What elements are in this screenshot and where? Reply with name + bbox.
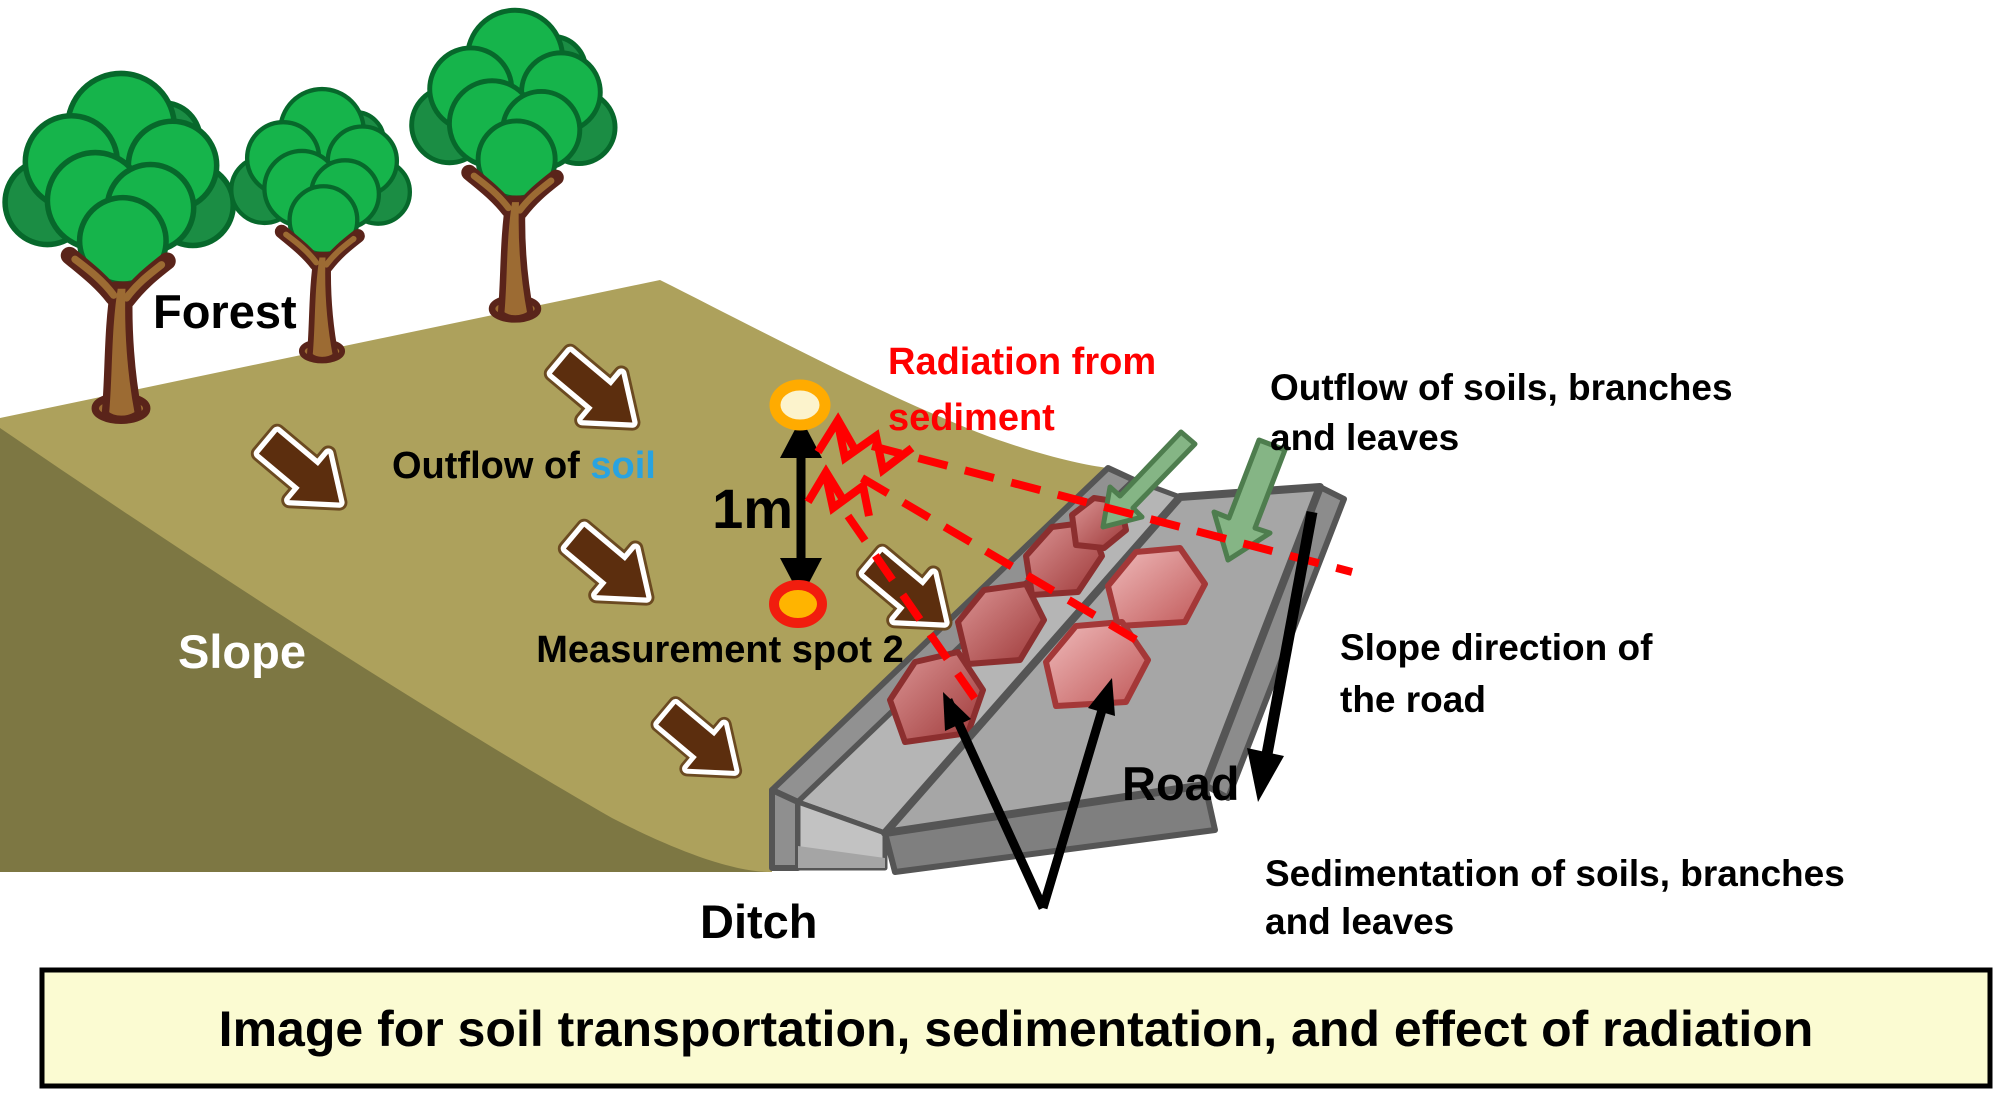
sedimentation-label: Sedimentation of soils, branches and lea… [1265, 853, 1845, 942]
slope-front-face [0, 428, 772, 872]
measurement-spot-lower [769, 580, 827, 628]
svg-text:and leaves: and leaves [1270, 417, 1459, 458]
sediment-pointer-arrows [943, 678, 1115, 910]
caption-banner: Image for soil transportation, sedimenta… [39, 967, 1993, 1089]
radiation-dashed-line [859, 474, 1153, 652]
one-meter-label: 1m [712, 477, 793, 540]
svg-text:Outflow of soils, branches: Outflow of soils, branches [1270, 367, 1733, 408]
sediment-pointer-arrow-icon [943, 688, 1113, 910]
arrow-up-head-icon [780, 418, 822, 458]
radiation-zigzag-arrow-icon [814, 412, 915, 478]
outflow-of-soil-label: Outflow of soil [392, 445, 656, 487]
green-arrow-icon [1100, 429, 1198, 530]
radiation-dashed-line [844, 513, 984, 709]
road-slope-direction-arrow [1247, 510, 1318, 802]
forest-label: Forest [153, 285, 297, 338]
svg-text:and leaves: and leaves [1265, 901, 1454, 942]
arrow-down-head-icon [780, 558, 822, 598]
svg-text:Slope direction of: Slope direction of [1340, 627, 1653, 668]
svg-text:the road: the road [1340, 679, 1486, 720]
soil-word-highlight: soil [590, 445, 655, 487]
sediment-blob [1105, 545, 1208, 629]
radiation-zigzag-arrow-icon [804, 464, 873, 517]
tree-icon [412, 10, 615, 319]
sediment-on-road [1043, 545, 1208, 709]
radiation-rays [804, 412, 1354, 709]
ditch-label: Ditch [700, 895, 818, 948]
pointer-head-icon [1088, 678, 1115, 716]
road-label: Road [1122, 757, 1240, 810]
measurement-spot-upper [769, 379, 831, 431]
svg-text:Sedimentation of soils, branch: Sedimentation of soils, branches [1265, 853, 1845, 894]
slope-direction-label: Slope direction of the road [1340, 627, 1653, 720]
ditch-front-floor [798, 846, 885, 868]
sediment-blob [1043, 619, 1151, 709]
svg-text:Radiation from: Radiation from [888, 341, 1156, 383]
radiation-dashed-line [870, 442, 1354, 576]
outflow-of-soil-prefix: Outflow of [392, 445, 590, 487]
one-meter-measure [769, 379, 831, 628]
outflow-right-label: Outflow of soils, branches and leaves [1270, 367, 1733, 458]
ditch-front-wall [769, 787, 801, 871]
pointer-head-icon [943, 692, 971, 731]
tree-icon [5, 73, 233, 420]
radiation-label: Radiation from sediment [888, 341, 1156, 439]
svg-text:sediment: sediment [888, 397, 1055, 439]
slope-label: Slope [178, 625, 306, 678]
measurement-spot-label: Measurement spot 2 [536, 629, 903, 671]
sediment-blob [955, 581, 1047, 667]
slope-direction-head-icon [1247, 748, 1284, 802]
slope-direction-arrow-icon [1259, 510, 1318, 767]
caption-text: Image for soil transportation, sedimenta… [219, 1001, 1814, 1057]
